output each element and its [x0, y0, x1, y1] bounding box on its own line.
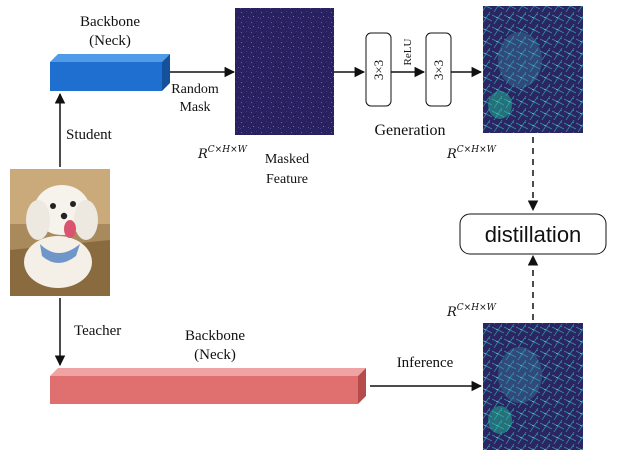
student-label: Student	[66, 127, 113, 143]
teacher-backbone-title-1: Backbone	[185, 328, 245, 344]
masked-feature-label-1: Masked	[265, 152, 309, 167]
student-backbone-block	[50, 54, 170, 91]
teacher-backbone-block	[50, 368, 366, 404]
masked-dim-label: RC×H×W	[197, 145, 248, 162]
teacher-label: Teacher	[74, 323, 121, 339]
conv2-block	[425, 32, 452, 107]
random-mask-label-1: Random	[171, 82, 219, 97]
masked-feature-label-2: Feature	[266, 172, 308, 187]
random-mask-label-2: Mask	[179, 100, 210, 115]
student-backbone-title-2: (Neck)	[89, 33, 131, 49]
generated-dim-label: RC×H×W	[446, 145, 497, 162]
masked-feature-map	[235, 8, 334, 135]
generation-label: Generation	[374, 122, 445, 139]
input-image	[10, 169, 110, 296]
conv1-block	[365, 32, 392, 107]
conv1-label: 3×3	[371, 60, 386, 80]
student-backbone-title-1: Backbone	[80, 14, 140, 30]
inference-label: Inference	[397, 355, 454, 371]
teacher-backbone-title-2: (Neck)	[194, 347, 236, 363]
teacher-dim-label: RC×H×W	[446, 303, 497, 320]
distillation-label: distillation	[485, 222, 582, 247]
conv2-label: 3×3	[431, 60, 446, 80]
relu-label: ReLU	[402, 39, 414, 66]
distillation-box	[459, 213, 607, 255]
teacher-feature-map	[483, 323, 583, 450]
generated-feature-map	[483, 6, 583, 133]
